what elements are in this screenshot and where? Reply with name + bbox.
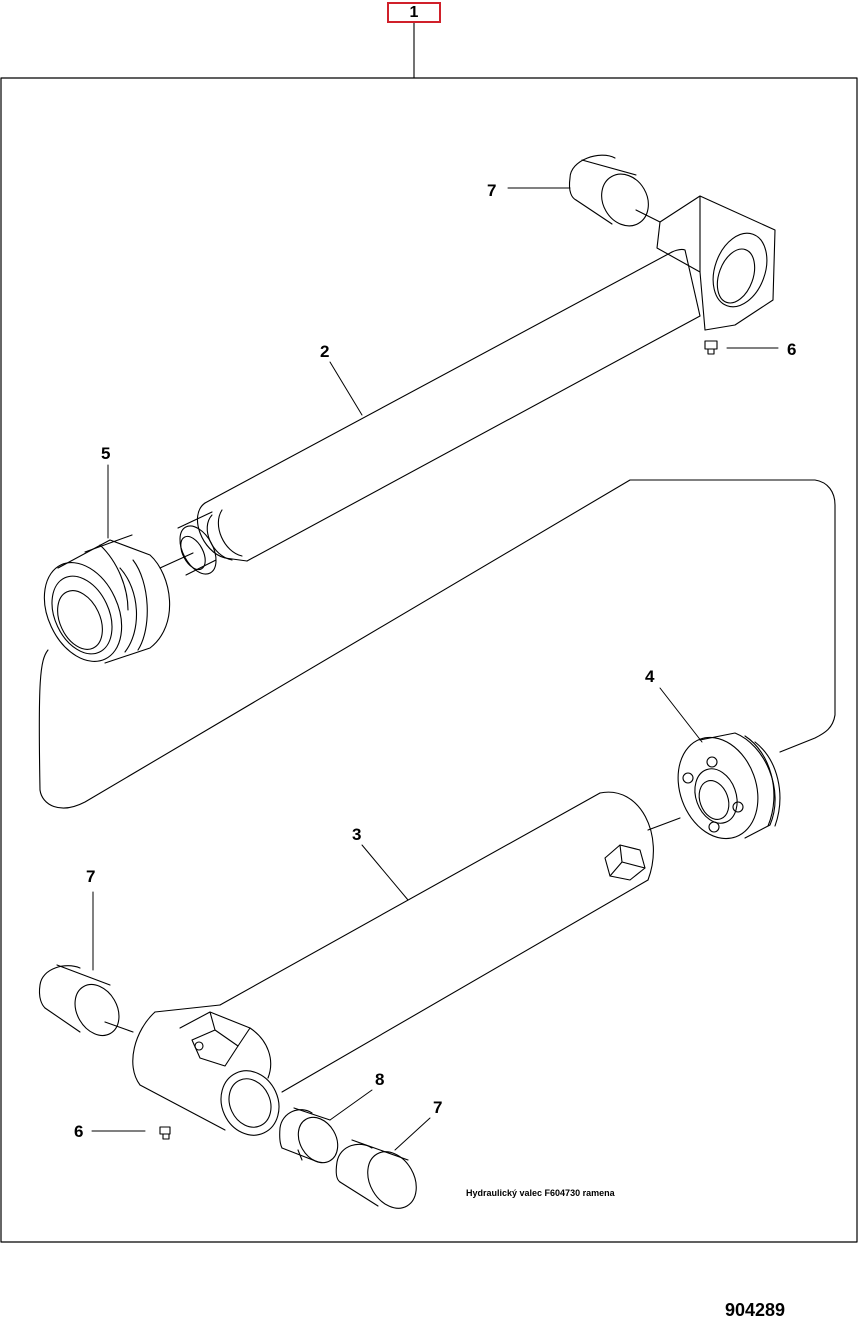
drawing-number: 904289 xyxy=(725,1300,786,1320)
leader-lines xyxy=(91,187,779,1151)
assembly-routing-line xyxy=(38,479,836,809)
label-gland: 5 xyxy=(101,444,111,463)
diagram-caption: Hydraulický valec F604730 ramena xyxy=(466,1188,615,1198)
piston-rod-part xyxy=(159,195,776,576)
label-sleeve: 8 xyxy=(375,1070,385,1089)
label-bushing-right: 7 xyxy=(433,1098,443,1117)
assembly-callout-text: 1 xyxy=(409,3,419,21)
sleeve-part xyxy=(279,1107,339,1164)
gland-part xyxy=(43,534,171,664)
label-grease-top: 6 xyxy=(787,340,797,359)
bushing-top-part xyxy=(568,154,661,227)
cylinder-barrel-part xyxy=(132,791,681,1136)
label-grease-bottom: 6 xyxy=(74,1122,84,1141)
bushing-left-part xyxy=(38,964,134,1036)
label-barrel: 3 xyxy=(352,825,362,844)
grease-fitting-top xyxy=(704,340,718,355)
drawing-frame xyxy=(0,77,858,1243)
grease-fitting-bottom xyxy=(159,1126,171,1140)
label-rod: 2 xyxy=(320,342,330,361)
assembly-callout-1: 1 xyxy=(387,2,441,23)
piston-part xyxy=(677,732,781,840)
label-bushing-top: 7 xyxy=(487,181,497,200)
label-bushing-left: 7 xyxy=(86,867,96,886)
bushing-right-part xyxy=(335,1139,417,1209)
label-piston: 4 xyxy=(645,667,655,686)
